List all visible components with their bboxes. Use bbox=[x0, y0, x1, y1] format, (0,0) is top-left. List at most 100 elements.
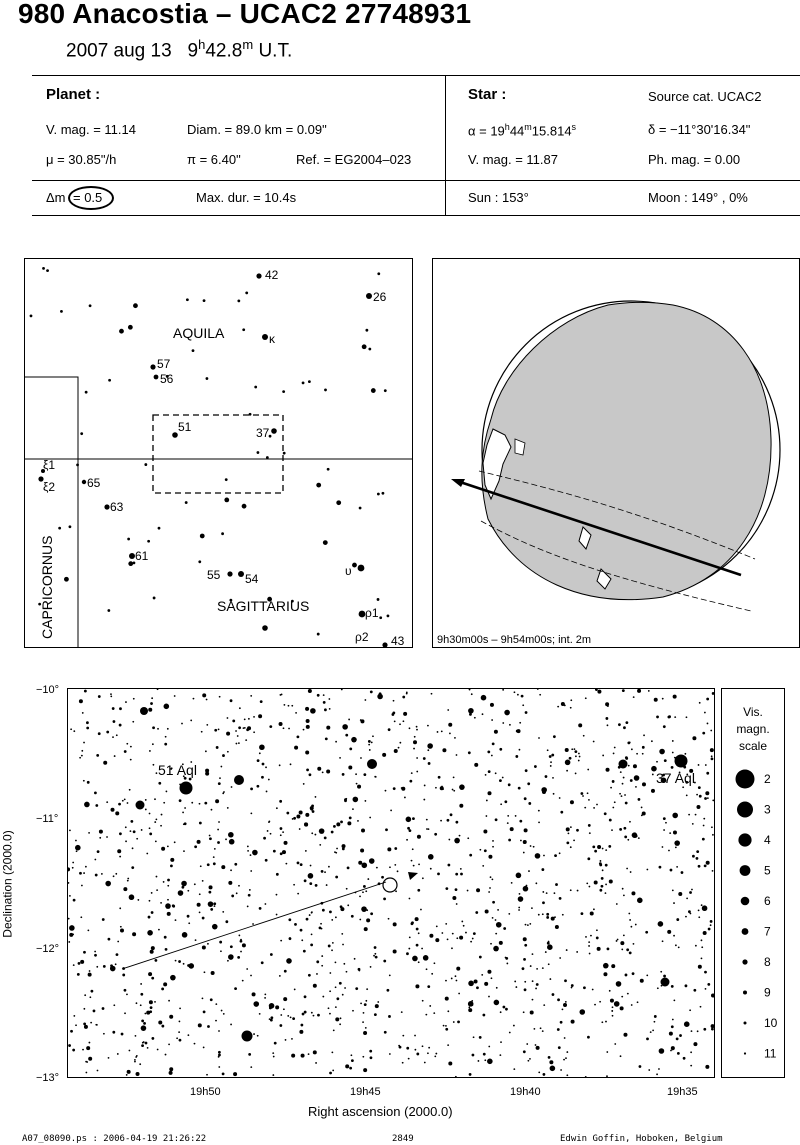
star-dot bbox=[64, 576, 69, 582]
scale-title: scale bbox=[739, 739, 767, 753]
star-dot bbox=[510, 881, 513, 884]
star-label: 56 bbox=[160, 372, 174, 386]
star-dot bbox=[134, 1058, 136, 1061]
star-dot bbox=[404, 796, 406, 799]
star-dot bbox=[489, 702, 494, 707]
star-dot bbox=[279, 827, 283, 830]
star-dot bbox=[374, 776, 377, 778]
star-dot bbox=[701, 905, 708, 912]
star-dot bbox=[627, 838, 630, 841]
star-dot bbox=[526, 1043, 529, 1045]
star-label: 51 bbox=[178, 420, 192, 434]
star-dot bbox=[168, 1070, 173, 1075]
dec-tick: −13° bbox=[36, 1072, 60, 1084]
star-dot bbox=[340, 689, 343, 691]
star-dot bbox=[478, 1035, 482, 1039]
star-dot bbox=[217, 782, 221, 786]
star-dot bbox=[213, 847, 216, 850]
star-dot bbox=[588, 941, 591, 944]
star-dot bbox=[641, 782, 646, 787]
constellation-capricornus: CAPRICORNUS bbox=[39, 536, 55, 639]
star-dot bbox=[606, 947, 610, 951]
star-dot bbox=[429, 867, 432, 870]
star-dot bbox=[688, 813, 691, 816]
star-dot bbox=[522, 885, 529, 892]
star-dot bbox=[674, 754, 688, 768]
star-dot bbox=[698, 701, 701, 704]
star-dot bbox=[178, 1020, 181, 1023]
star-dot bbox=[129, 553, 135, 559]
star-dot bbox=[291, 1053, 296, 1058]
star-dot bbox=[421, 877, 424, 880]
star-dot bbox=[427, 724, 429, 727]
star-dot bbox=[697, 964, 702, 969]
star-dot bbox=[580, 792, 584, 795]
star-dot bbox=[646, 868, 649, 871]
star-dot bbox=[302, 728, 305, 731]
star-dot bbox=[349, 1066, 353, 1070]
star-dot bbox=[451, 788, 454, 791]
star-dot bbox=[324, 737, 328, 741]
star-dot bbox=[407, 1057, 410, 1060]
star-dot bbox=[364, 1026, 367, 1029]
star-dot bbox=[660, 970, 663, 973]
star-dot bbox=[375, 866, 378, 869]
star-dot bbox=[199, 865, 202, 868]
star-dot bbox=[557, 998, 560, 1002]
star-dot bbox=[312, 983, 317, 988]
star-dot bbox=[238, 726, 242, 730]
star-dot bbox=[430, 692, 433, 695]
star-dot bbox=[588, 885, 591, 888]
star-dot bbox=[245, 291, 249, 295]
star-dot bbox=[71, 866, 74, 869]
star-dot bbox=[485, 815, 488, 817]
star-dot bbox=[126, 802, 129, 804]
star-dot bbox=[88, 1041, 91, 1044]
star-dot bbox=[665, 821, 667, 824]
star-dot bbox=[316, 632, 320, 636]
star-dot bbox=[361, 344, 367, 350]
star-dot bbox=[94, 950, 97, 953]
star-dot bbox=[367, 740, 371, 743]
star-dot bbox=[556, 1028, 560, 1031]
star-dot bbox=[322, 995, 325, 998]
star-dot bbox=[86, 780, 90, 784]
star-dot bbox=[709, 924, 712, 927]
star-dot bbox=[428, 1046, 431, 1049]
star-dot bbox=[302, 949, 306, 953]
star-dot bbox=[123, 750, 127, 753]
star-dot bbox=[207, 942, 209, 945]
star-dot bbox=[326, 725, 331, 730]
star-dot bbox=[148, 972, 153, 977]
star-dot bbox=[476, 888, 481, 893]
star-dot bbox=[531, 998, 534, 1001]
star-dot bbox=[269, 953, 273, 956]
star-dot bbox=[400, 1011, 403, 1013]
star-dot bbox=[235, 892, 238, 895]
star-dot bbox=[283, 969, 287, 973]
star-dot bbox=[574, 750, 578, 754]
star-dot bbox=[306, 768, 309, 772]
star-dot bbox=[662, 817, 666, 821]
star-dot bbox=[531, 953, 534, 956]
star-dot bbox=[532, 845, 535, 848]
star-dot bbox=[426, 828, 428, 830]
star-dot bbox=[569, 706, 572, 709]
star-dot bbox=[619, 771, 622, 773]
star-label: ξ2 bbox=[43, 480, 55, 494]
star-label: 63 bbox=[110, 500, 124, 514]
star-dot bbox=[72, 1048, 76, 1052]
star-dot bbox=[439, 786, 444, 791]
star-dot bbox=[566, 1074, 569, 1077]
star-dot bbox=[266, 830, 269, 832]
star-dot bbox=[710, 826, 713, 829]
star-dot bbox=[161, 987, 165, 991]
star-dot bbox=[176, 1037, 179, 1040]
star-dot bbox=[140, 829, 143, 831]
star-dot bbox=[455, 979, 458, 982]
star-dot bbox=[402, 695, 406, 699]
star-dot bbox=[704, 764, 707, 766]
star-dot bbox=[657, 921, 664, 927]
star-dot bbox=[156, 689, 159, 691]
star-dot bbox=[418, 863, 420, 866]
